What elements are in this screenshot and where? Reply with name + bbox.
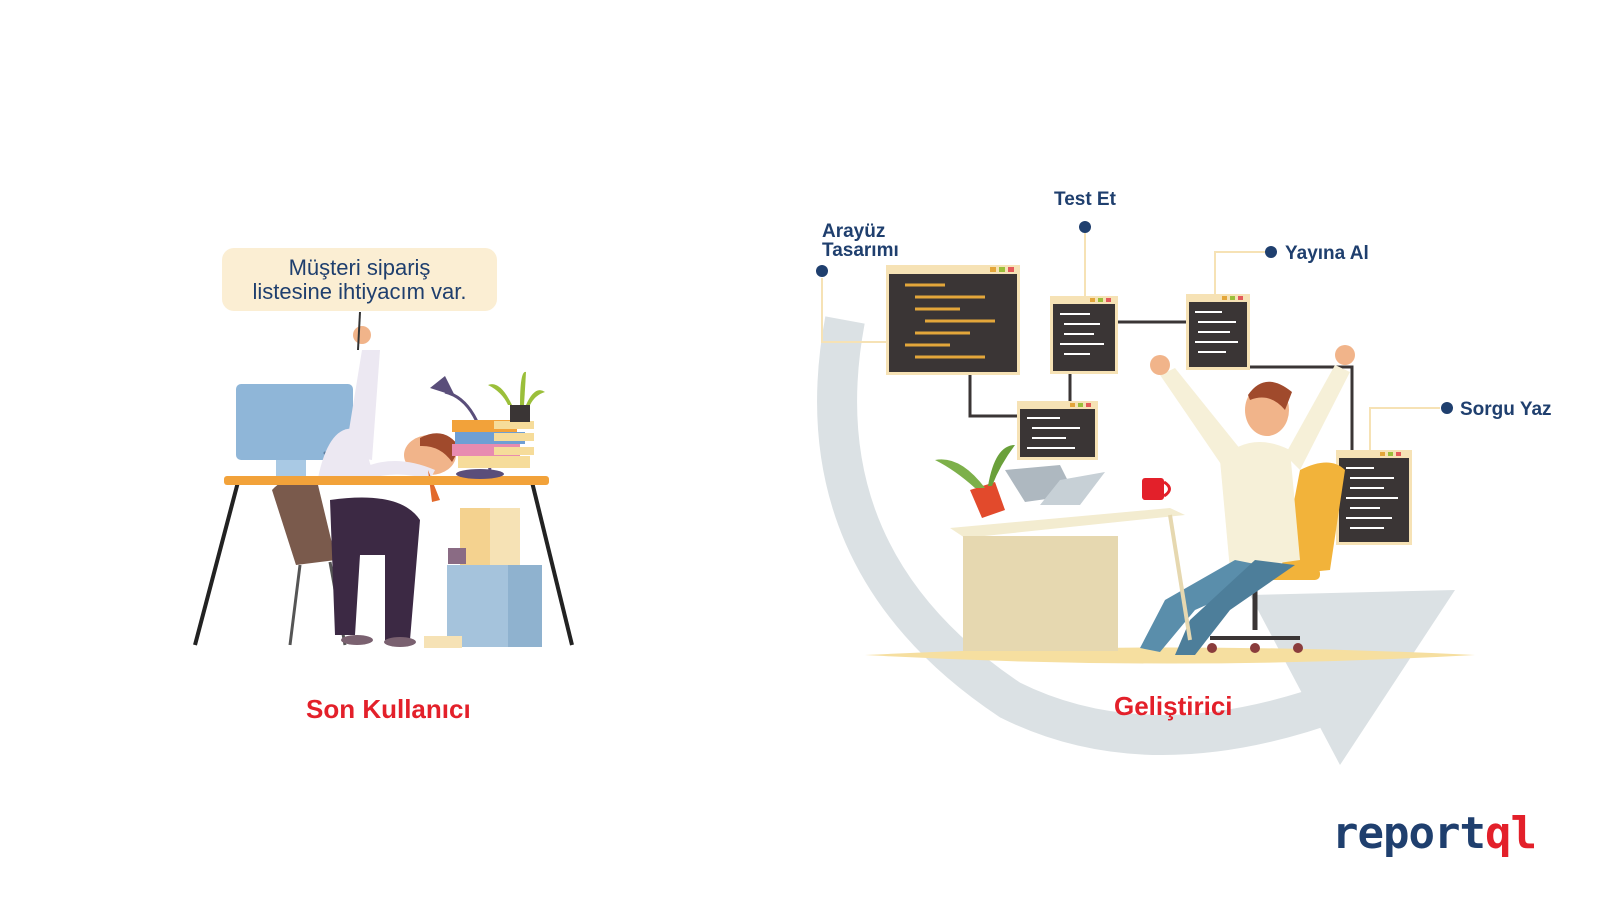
speech-line-2: listesine ihtiyacım var. [252, 278, 467, 304]
end-user-scene [193, 311, 574, 648]
end-user-caption: Son Kullanıcı [306, 694, 471, 724]
dot-yayina [1265, 246, 1277, 258]
reportql-logo: reportql [1332, 808, 1537, 859]
logo-main-text: report [1332, 808, 1486, 859]
step-label-sorgu: Sorgu Yaz [1460, 399, 1552, 420]
dot-sorgu [1441, 402, 1453, 414]
code-window-test [1050, 296, 1118, 374]
step-label-test: Test Et [1054, 189, 1116, 210]
dot-arayuz [816, 265, 828, 277]
dot-test [1079, 221, 1091, 233]
step-label-yayina: Yayına Al [1285, 243, 1369, 264]
logo-accent-text: ql [1484, 808, 1537, 859]
code-window-yayina [1186, 294, 1250, 370]
speech-line-1: Müşteri sipariş [288, 254, 431, 280]
step-label-arayuz-line1: Arayüz [822, 221, 886, 242]
developer-scene [816, 221, 1475, 765]
flow-connectors [968, 320, 1354, 452]
code-window-middle [1017, 401, 1098, 460]
code-window-sorgu [1336, 450, 1412, 545]
label-leaders [821, 232, 1440, 452]
step-label-arayuz-line2: Tasarımı [822, 240, 899, 261]
code-window-arayuz [886, 265, 1020, 375]
speech-bubble: Müşteri sipariş listesine ihtiyacım var. [222, 248, 497, 311]
developer-caption: Geliştirici [1114, 691, 1233, 721]
step-label-arayuz: Arayüz Tasarımı [822, 222, 899, 260]
